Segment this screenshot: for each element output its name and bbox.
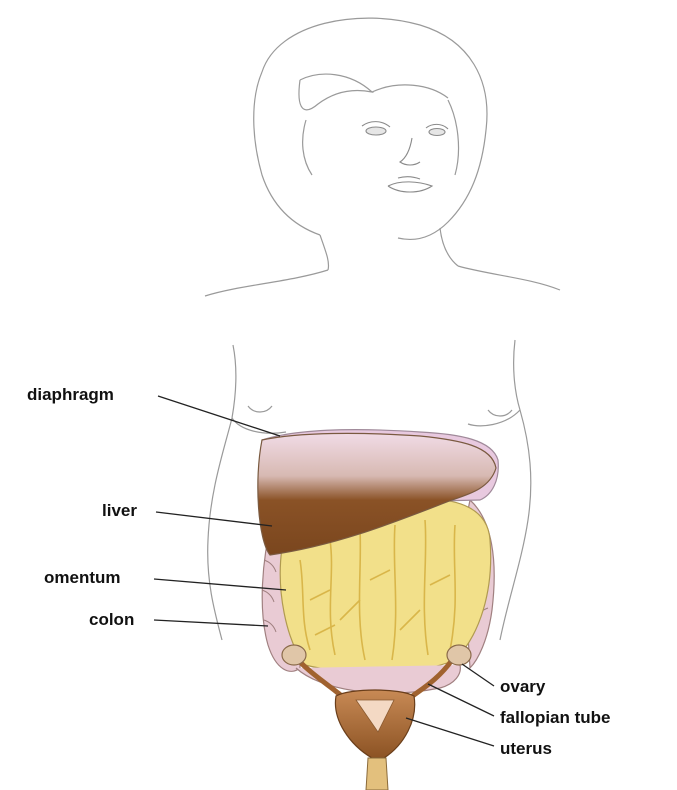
cervix-vagina xyxy=(366,758,388,790)
label-fallopian-tube: fallopian tube xyxy=(500,709,611,726)
leader-line-liver xyxy=(156,512,272,526)
label-omentum: omentum xyxy=(44,569,121,586)
leader-line-diaphragm xyxy=(158,396,280,436)
right-ovary xyxy=(447,645,471,665)
label-diaphragm: diaphragm xyxy=(27,386,114,403)
label-colon: colon xyxy=(89,611,134,628)
leader-line-uterus xyxy=(406,718,494,746)
label-liver: liver xyxy=(102,502,137,519)
leader-line-fallopian-tube xyxy=(428,684,494,716)
left-ovary xyxy=(282,645,306,665)
leader-line-ovary xyxy=(462,664,494,686)
label-ovary: ovary xyxy=(500,678,545,695)
face-features xyxy=(362,122,448,192)
head-outline xyxy=(205,18,560,296)
leader-line-colon xyxy=(154,620,268,626)
label-uterus: uterus xyxy=(500,740,552,757)
